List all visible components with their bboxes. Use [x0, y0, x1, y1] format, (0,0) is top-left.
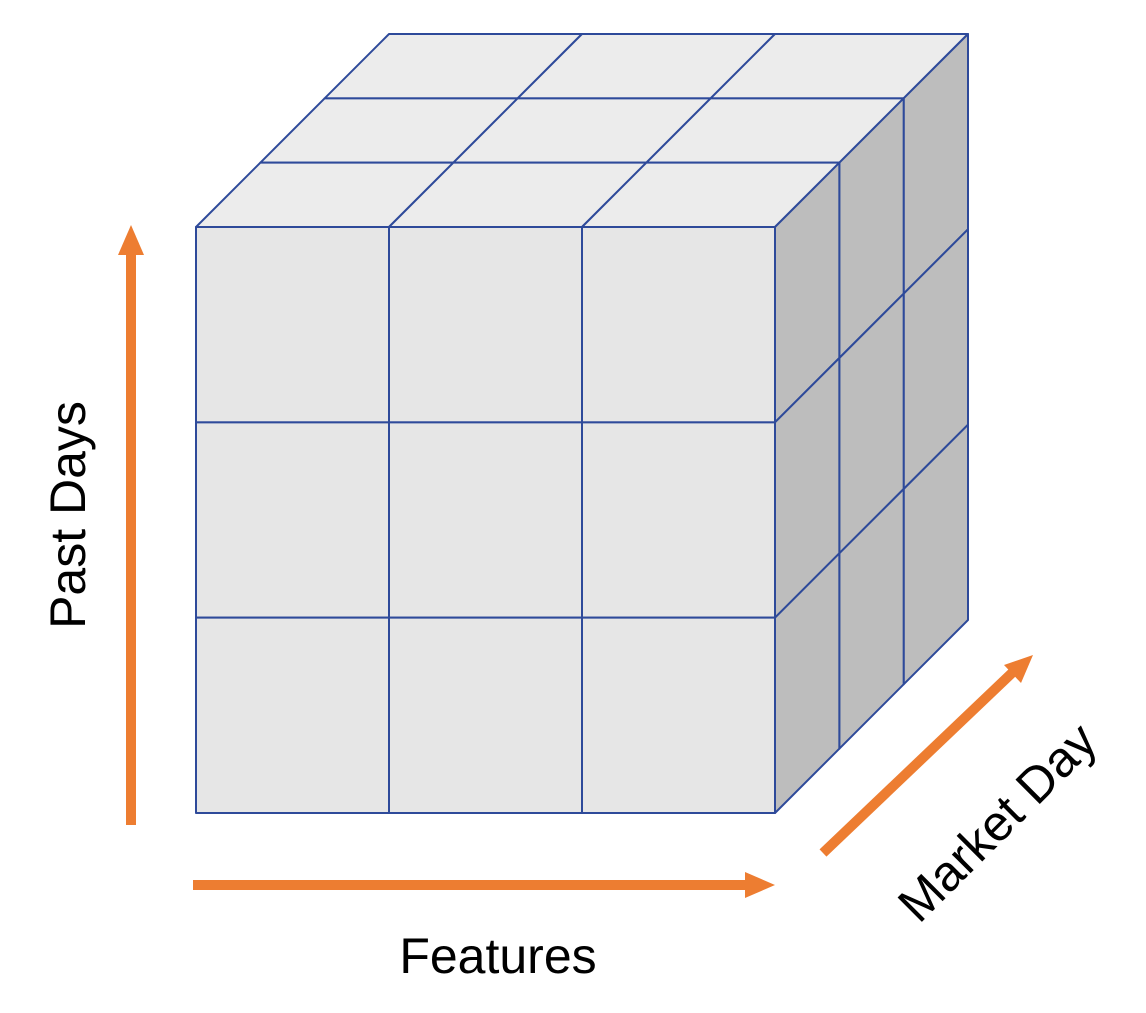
- front-cell: [195, 226, 390, 424]
- past-days-label: Past Days: [40, 401, 96, 629]
- cube-top-face: [195, 33, 969, 228]
- features-arrowhead: [745, 872, 775, 898]
- features-axis: Features: [193, 872, 775, 984]
- front-cell: [388, 421, 583, 619]
- market-day-arrowhead: [1004, 655, 1033, 683]
- cube-front-face: [195, 226, 776, 814]
- front-cell: [581, 616, 776, 814]
- cube-side-face: [774, 33, 969, 814]
- front-cell: [388, 226, 583, 424]
- front-cell: [388, 616, 583, 814]
- front-cell: [195, 616, 390, 814]
- front-cell: [581, 226, 776, 424]
- market-day-label: Market Day: [887, 712, 1107, 932]
- front-cell: [195, 421, 390, 619]
- past-days-arrowhead: [118, 225, 144, 255]
- front-cell: [581, 421, 776, 619]
- past-days-axis: Past Days: [40, 225, 144, 825]
- market-day-arrow-shaft: [819, 668, 1017, 857]
- features-label: Features: [399, 928, 596, 984]
